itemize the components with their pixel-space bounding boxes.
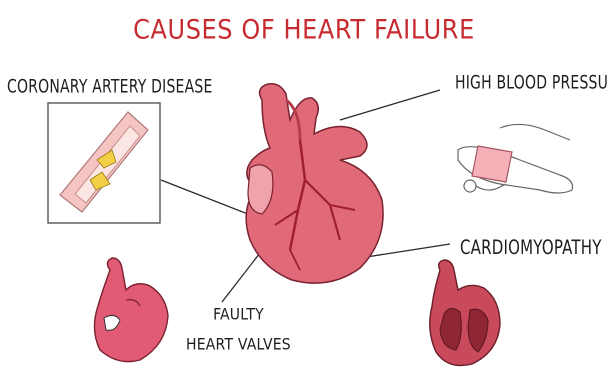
label-faulty-heart-valves-line2: HEART VALVES: [186, 330, 291, 360]
label-high-blood-pressure: HIGH BLOOD PRESSURE: [455, 73, 608, 94]
blood-pressure-cuff-icon: [458, 124, 573, 193]
page-title: CAUSES OF HEART FAILURE: [0, 14, 608, 45]
label-coronary-artery-disease: CORONARY ARTERY DISEASE: [7, 77, 213, 98]
enlarged-heart-icon: [430, 260, 500, 366]
label-cardiomyopathy: CARDIOMYOPATHY: [460, 236, 602, 259]
connector-hbp: [340, 90, 440, 120]
label-faulty-heart-valves-line1: FAULTY: [186, 300, 291, 330]
connector-cad: [161, 180, 258, 218]
artery-cross-section-icon: [48, 103, 160, 223]
label-faulty-heart-valves: FAULTY HEART VALVES: [186, 300, 291, 360]
valve-heart-icon: [94, 258, 168, 362]
